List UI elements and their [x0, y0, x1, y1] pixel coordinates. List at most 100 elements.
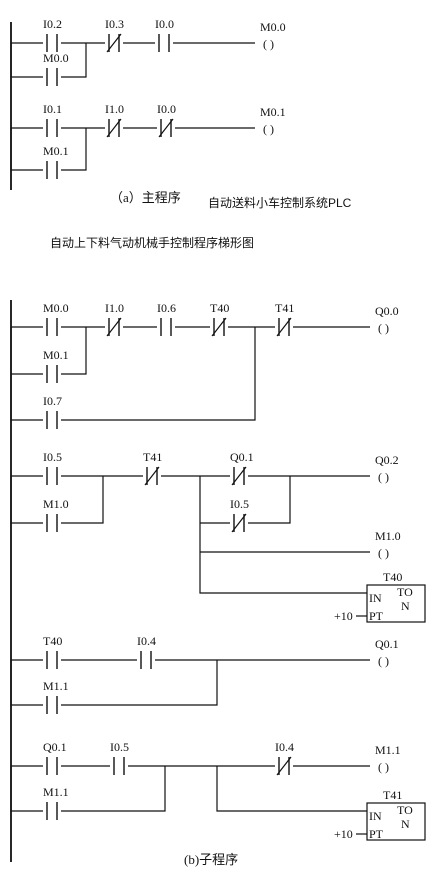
contact-label: I0.0	[155, 17, 174, 31]
contact-no: I0.6	[157, 301, 176, 336]
coil-symbol: ( )	[263, 122, 274, 136]
wire	[10, 127, 255, 171]
contact-label: I0.0	[157, 102, 176, 116]
contact-nc: T41	[275, 301, 294, 337]
contact-slash	[158, 118, 174, 138]
coil-label: Q0.1	[375, 637, 399, 651]
contact-slash	[211, 317, 227, 337]
coil-label: M1.0	[375, 529, 401, 543]
contact-label: M1.1	[43, 679, 69, 693]
contact-no: I0.4	[137, 634, 156, 669]
coil-symbol: ( )	[378, 321, 389, 335]
contact-nc: I0.4	[275, 740, 294, 776]
contact-label: T41	[275, 301, 294, 315]
contact-no: I0.0	[155, 17, 174, 52]
wire	[10, 475, 370, 594]
contact-slash	[106, 118, 122, 138]
timer-box-t40	[366, 584, 426, 623]
contact-no: I0.1	[43, 102, 62, 137]
coil-symbol: ( )	[378, 654, 389, 668]
output-coil: Q0.1 ( )	[375, 637, 399, 668]
wire	[10, 659, 370, 706]
contact-label: Q0.1	[230, 450, 254, 464]
contact-nc: I1.0	[105, 301, 124, 337]
timer-in-label: IN	[369, 591, 382, 605]
output-coil: M1.0( )	[375, 529, 401, 560]
contact-label: I0.2	[43, 17, 62, 31]
contact-label: T40	[210, 301, 229, 315]
contact-nc: Q0.1	[230, 450, 254, 486]
contact-no: I0.5	[43, 450, 62, 485]
output-coil: M0.0( )	[260, 20, 286, 51]
timer-type-bottom: N	[401, 817, 410, 831]
wire	[10, 326, 370, 421]
contact-label: I0.5	[110, 740, 129, 754]
contact-no: M0.0	[43, 51, 69, 86]
coil-label: M0.1	[260, 105, 286, 119]
contact-nc: T41	[143, 450, 162, 486]
contact-slash	[276, 756, 292, 776]
contact-nc: I0.0	[157, 102, 176, 138]
contact-label: I0.5	[43, 450, 62, 464]
timer-box-t41	[366, 802, 426, 841]
contact-label: I0.3	[105, 17, 124, 31]
wire	[10, 765, 370, 812]
main-program-caption: （a）主程序	[110, 190, 181, 205]
timer-type-bottom: N	[401, 599, 410, 613]
contact-no: I0.7	[43, 394, 62, 429]
contact-nc: I0.3	[105, 17, 124, 53]
output-coil: Q0.0 ( )	[375, 304, 399, 335]
timer-label: T40	[383, 570, 402, 584]
contact-no: M0.1	[43, 348, 69, 383]
contact-label: M0.1	[43, 348, 69, 362]
contact-no: I0.5	[110, 740, 129, 775]
mid-title: 自动上下料气动机械手控制程序梯形图	[50, 235, 254, 250]
output-coil: Q0.2 ( )	[375, 453, 399, 484]
coil-label: Q0.0	[375, 304, 399, 318]
contact-slash	[106, 33, 122, 53]
timer-t41: T41 IN TO N PT +10	[334, 788, 413, 841]
contact-label: M0.0	[43, 51, 69, 65]
contact-slash	[144, 466, 160, 486]
contact-label: I1.0	[105, 102, 124, 116]
contact-label: Q0.1	[43, 740, 67, 754]
contact-label: I0.5	[230, 497, 249, 511]
timer-pt-label: PT	[369, 609, 384, 623]
contact-label: I0.4	[137, 634, 156, 648]
contact-no: M1.1	[43, 785, 69, 820]
contact-nc: I0.5	[230, 497, 249, 533]
contact-no: I0.2	[43, 17, 62, 52]
contact-slash	[106, 317, 122, 337]
contact-no: Q0.1	[43, 740, 67, 775]
contact-nc: I1.0	[105, 102, 124, 138]
timer-type-top: TO	[397, 803, 413, 817]
contact-no: M0.1	[43, 144, 69, 179]
timer-preset: +10	[334, 609, 353, 623]
contact-label: I0.4	[275, 740, 294, 754]
contact-label: M0.1	[43, 144, 69, 158]
output-coil: M1.1( )	[375, 743, 401, 774]
sub-program-caption: (b)子程序	[184, 852, 238, 867]
contact-slash	[231, 466, 247, 486]
timer-in-label: IN	[369, 809, 382, 823]
timer-t40: T40 IN TO N PT +10	[334, 570, 413, 623]
contact-no: M1.0	[43, 497, 69, 532]
timer-type-top: TO	[397, 585, 413, 599]
contact-no: M1.1	[43, 679, 69, 714]
contact-label: I0.6	[157, 301, 176, 315]
timer-pt-label: PT	[369, 827, 384, 841]
coils-layer: M0.0( ) M0.1 ( ) Q0.0 ( ) Q0.2 ( ) M1.0( ) Q0.1 (…	[260, 20, 401, 774]
coil-label: M1.1	[375, 743, 401, 757]
contact-label: I0.7	[43, 394, 62, 408]
contact-slash	[276, 317, 292, 337]
coil-label: Q0.2	[375, 453, 399, 467]
contact-no: T40	[43, 634, 62, 669]
coil-symbol: ( )	[378, 470, 389, 484]
timer-label: T41	[383, 788, 402, 802]
contact-label: T41	[143, 450, 162, 464]
coil-label: M0.0	[260, 20, 286, 34]
contact-label: I0.1	[43, 102, 62, 116]
contact-label: I1.0	[105, 301, 124, 315]
